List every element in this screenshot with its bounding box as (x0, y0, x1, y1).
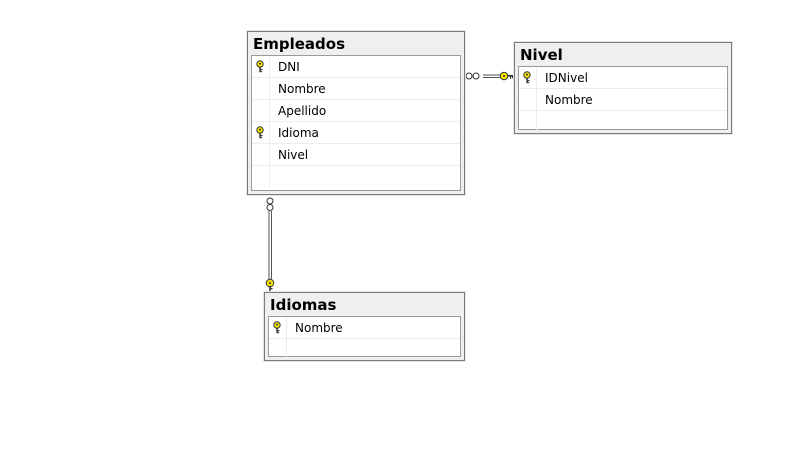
column-row[interactable]: IDNivel (519, 67, 727, 89)
column-row[interactable]: Nivel (252, 144, 460, 166)
table-title: Empleados (253, 35, 346, 53)
column-name: Nombre (278, 82, 326, 96)
column-row[interactable]: Nombre (269, 317, 460, 339)
column-name: DNI (278, 60, 300, 74)
row-selector (252, 56, 270, 77)
one-end-key-icon (499, 71, 514, 81)
column-row[interactable]: Nombre (252, 78, 460, 100)
relationship-empleados-nivel[interactable] (465, 71, 514, 81)
row-selector (252, 100, 270, 121)
relationship-empleados-idiomas[interactable] (265, 197, 275, 291)
table-title: Nivel (520, 46, 563, 64)
column-name: Nombre (295, 321, 343, 335)
table-title: Idiomas (270, 296, 337, 314)
row-selector (252, 78, 270, 99)
column-name: Apellido (278, 104, 327, 118)
column-row[interactable]: Apellido (252, 100, 460, 122)
many-end-icon (472, 72, 480, 80)
row-selector (269, 339, 287, 360)
empty-row[interactable] (269, 339, 460, 361)
column-name: Nombre (545, 93, 593, 107)
row-selector (252, 166, 270, 187)
many-end-icon (266, 197, 274, 205)
row-selector (519, 111, 537, 132)
column-grid: Nombre (268, 316, 461, 360)
table-idiomas[interactable]: Idiomas Nombre (264, 292, 465, 361)
empty-row[interactable] (519, 111, 727, 133)
empty-row[interactable] (252, 166, 460, 188)
one-end-key-icon (265, 278, 275, 291)
column-name: Nivel (278, 148, 309, 162)
row-selector (269, 317, 287, 338)
row-selector (519, 67, 537, 88)
column-row[interactable]: DNI (252, 56, 460, 78)
row-selector (252, 122, 270, 143)
row-selector (519, 89, 537, 110)
column-name: Idioma (278, 126, 319, 140)
row-selector (252, 144, 270, 165)
column-name: IDNivel (545, 71, 588, 85)
many-end-icon (465, 72, 473, 80)
many-end-icon (266, 204, 274, 211)
column-row[interactable]: Idioma (252, 122, 460, 144)
column-row[interactable]: Nombre (519, 89, 727, 111)
